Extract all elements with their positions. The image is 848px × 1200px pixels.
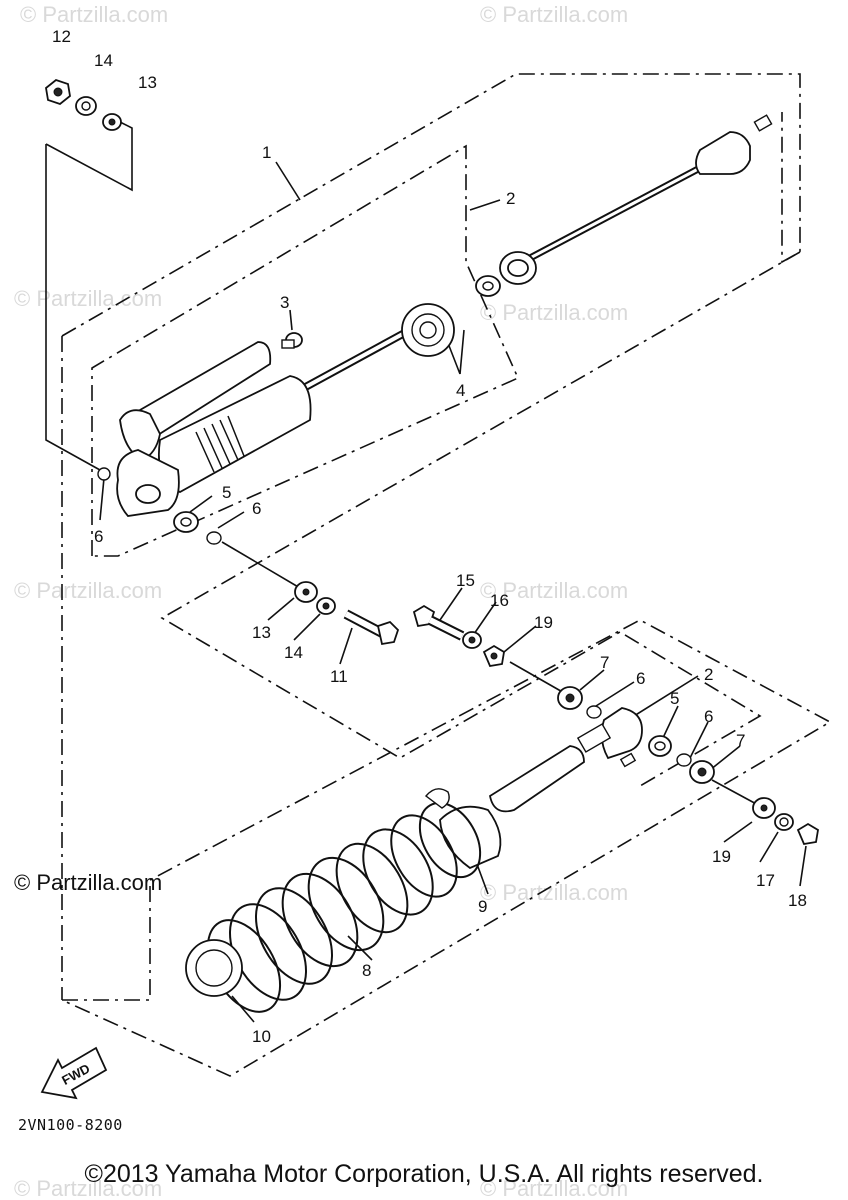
watermark: © Partzilla.com [480, 1176, 628, 1200]
callout-10: 10 [252, 1027, 271, 1046]
callouts: 12 14 13 1 2 3 4 5 6 6 15 16 19 13 14 11… [52, 27, 807, 1046]
callout-13: 13 [252, 623, 271, 642]
callout-6: 6 [252, 499, 261, 518]
diagram-code: 2VN100-8200 [18, 1116, 123, 1134]
callout-6: 6 [94, 527, 103, 546]
callout-19: 19 [712, 847, 731, 866]
callout-2: 2 [506, 189, 515, 208]
watermark: © Partzilla.com [480, 578, 628, 603]
callout-2: 2 [704, 665, 713, 684]
damper-rod-assembly [475, 114, 773, 297]
watermark: © Partzilla.com [14, 286, 162, 311]
copyright-notice: ©2013 Yamaha Motor Corporation, U.S.A. A… [84, 1160, 764, 1188]
callout-12: 12 [52, 27, 71, 46]
spring-assembly [185, 723, 637, 1013]
watermark: © Partzilla.com [14, 1176, 162, 1200]
callout-13: 13 [138, 73, 157, 92]
callout-5: 5 [222, 483, 231, 502]
callout-16: 16 [490, 591, 509, 610]
watermark: © Partzilla.com [480, 880, 628, 905]
callout-7: 7 [600, 653, 609, 672]
top-hardware [45, 78, 122, 131]
assembly-outlines [45, 73, 832, 1077]
callout-14: 14 [284, 643, 303, 662]
bushings-upper [173, 511, 222, 545]
watermark: © Partzilla.com [480, 300, 628, 325]
mid-hardware [294, 581, 505, 668]
callout-18: 18 [788, 891, 807, 910]
watermark: © Partzilla.com [14, 578, 162, 603]
callout-6: 6 [636, 669, 645, 688]
callout-17: 17 [756, 871, 775, 890]
callout-15: 15 [456, 571, 475, 590]
callout-19: 19 [534, 613, 553, 632]
callout-6: 6 [704, 707, 713, 726]
bushings-lower [557, 686, 819, 846]
shock-absorber-body [97, 303, 455, 517]
callout-3: 3 [280, 293, 289, 312]
fwd-arrow-icon: FWD [40, 1046, 108, 1100]
callout-4: 4 [456, 381, 465, 400]
callout-14: 14 [94, 51, 113, 70]
callout-7: 7 [736, 731, 745, 750]
leader-lines [99, 161, 807, 1023]
callout-11: 11 [330, 667, 348, 686]
callout-5: 5 [670, 689, 679, 708]
callout-9: 9 [478, 897, 487, 916]
partzilla-watermark: © Partzilla.com [14, 870, 163, 895]
callout-1: 1 [262, 143, 271, 162]
watermark: © Partzilla.com [480, 2, 628, 27]
callout-8: 8 [362, 961, 371, 980]
watermarks: © Partzilla.com © Partzilla.com © Partzi… [14, 2, 628, 1200]
watermark: © Partzilla.com [20, 2, 168, 27]
